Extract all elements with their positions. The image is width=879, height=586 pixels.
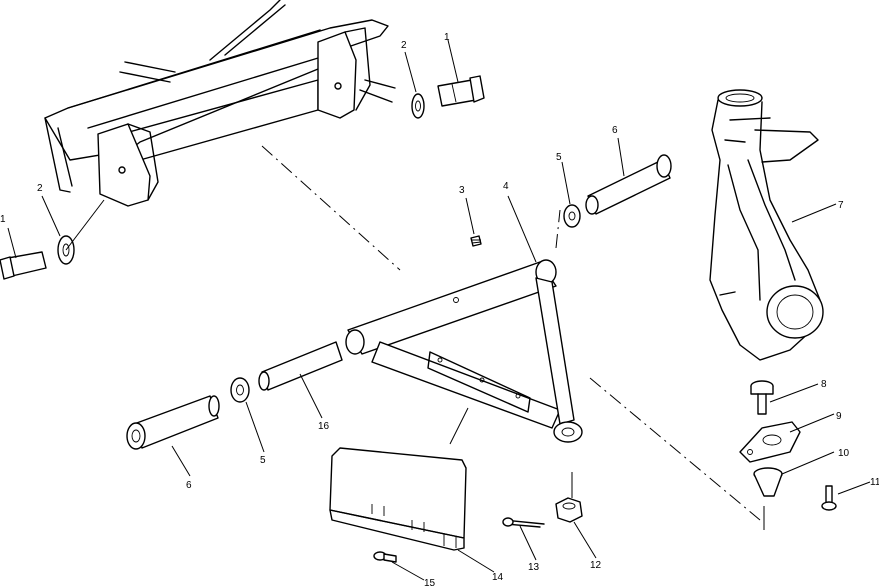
bolt-part-left: [0, 251, 47, 280]
bushing-part-right: [585, 154, 672, 215]
callout-5-right: 5: [556, 152, 562, 163]
assembly-center-lines: [261, 145, 765, 530]
callout-10: 10: [838, 448, 850, 459]
callout-9: 9: [836, 411, 842, 422]
callout-13: 13: [528, 562, 540, 573]
sleeve-part: [258, 341, 343, 391]
callout-2-top: 2: [401, 40, 407, 51]
spacer-part-right: [563, 204, 581, 228]
callout-4: 4: [503, 181, 509, 192]
callout-12: 12: [590, 560, 602, 571]
bolt-part-8: [750, 380, 774, 415]
cone-part: [753, 467, 783, 497]
screw-part-15: [373, 551, 397, 563]
callout-14: 14: [492, 572, 504, 583]
cotter-pin-part: [502, 517, 545, 528]
callout-1-left: 1: [0, 214, 6, 225]
washer-part-top: [411, 93, 425, 119]
grease-fitting-part: [470, 235, 482, 247]
nut-part: [555, 497, 583, 523]
plate-part: [739, 421, 801, 463]
screw-part-11: [821, 485, 837, 511]
bushing-part-left: [126, 395, 220, 450]
callout-11: 11: [870, 477, 879, 488]
callout-16: 16: [318, 421, 330, 432]
bolt-part-top: [437, 75, 485, 107]
callout-15: 15: [424, 578, 436, 586]
callout-6-left: 6: [186, 480, 192, 491]
spacer-part-left: [230, 377, 250, 403]
callout-2-left: 2: [37, 183, 43, 194]
callout-8: 8: [821, 379, 827, 390]
spindle-part: [709, 89, 824, 361]
frame-part: [44, 0, 396, 207]
guard-part: [329, 447, 467, 551]
callout-7: 7: [838, 200, 844, 211]
a-arm-part: [345, 259, 583, 443]
leader-lines: [7, 39, 871, 581]
callout-3: 3: [459, 185, 465, 196]
callout-6-right: 6: [612, 125, 618, 136]
callout-1-top: 1: [444, 32, 450, 43]
callout-5-left: 5: [260, 455, 266, 466]
